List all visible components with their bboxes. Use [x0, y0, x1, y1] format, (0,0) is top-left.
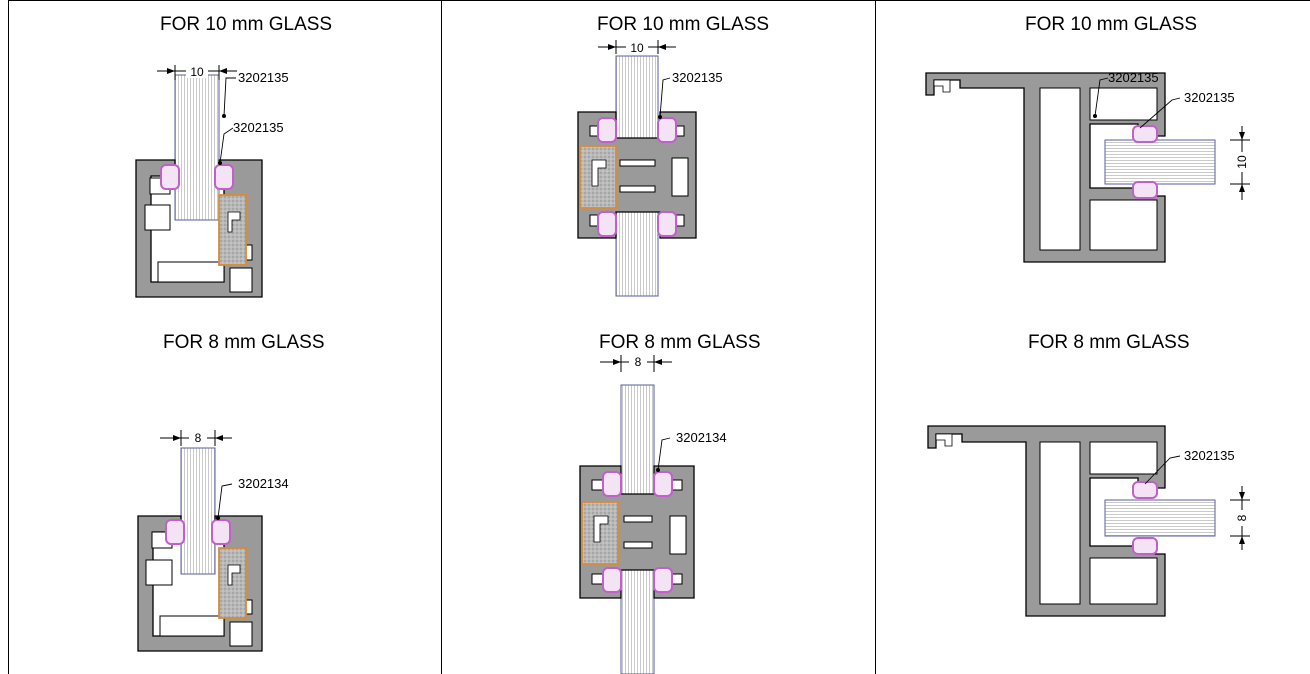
title-bottom-center: FOR 8 mm GLASS: [599, 332, 761, 353]
title-top-center: FOR 10 mm GLASS: [597, 14, 770, 35]
drawing-top-right: 10 3202135 3202135: [925, 70, 1250, 263]
label-top-left-1: 3202135: [238, 70, 289, 85]
label-top-center: 3202135: [672, 70, 723, 85]
label-top-left-2: 3202135: [233, 120, 284, 135]
title-top-left: FOR 10 mm GLASS: [160, 14, 333, 35]
dim-bottom-right: 8: [1235, 514, 1249, 521]
dim-top-right: 10: [1235, 155, 1249, 169]
title-bottom-left: FOR 8 mm GLASS: [163, 332, 325, 353]
drawing-bottom-center: 8 3202134: [579, 354, 727, 674]
column-divider-2: [875, 0, 876, 674]
label-bottom-right: 3202135: [1184, 448, 1235, 463]
label-top-right-2: 3202135: [1184, 90, 1235, 105]
label-bottom-center: 3202134: [676, 430, 727, 445]
drawing-bottom-left: 8 3202134: [137, 430, 289, 652]
dim-top-center: 10: [630, 41, 644, 55]
dim-bottom-center: 8: [635, 355, 642, 369]
column-divider-1: [441, 0, 442, 674]
drawing-bottom-right: 8 3202135: [927, 425, 1250, 617]
drawing-sheet: [8, 0, 1310, 674]
label-top-right-1: 3202135: [1108, 70, 1159, 85]
dim-top-left: 10: [190, 65, 204, 79]
drawing-top-left: 10 3202135 3202135: [135, 64, 289, 298]
title-bottom-right: FOR 8 mm GLASS: [1028, 332, 1190, 353]
label-bottom-left: 3202134: [238, 476, 289, 491]
title-top-right: FOR 10 mm GLASS: [1025, 14, 1198, 35]
drawing-top-center: 10 3202135: [577, 40, 723, 297]
dim-bottom-left: 8: [195, 431, 202, 445]
